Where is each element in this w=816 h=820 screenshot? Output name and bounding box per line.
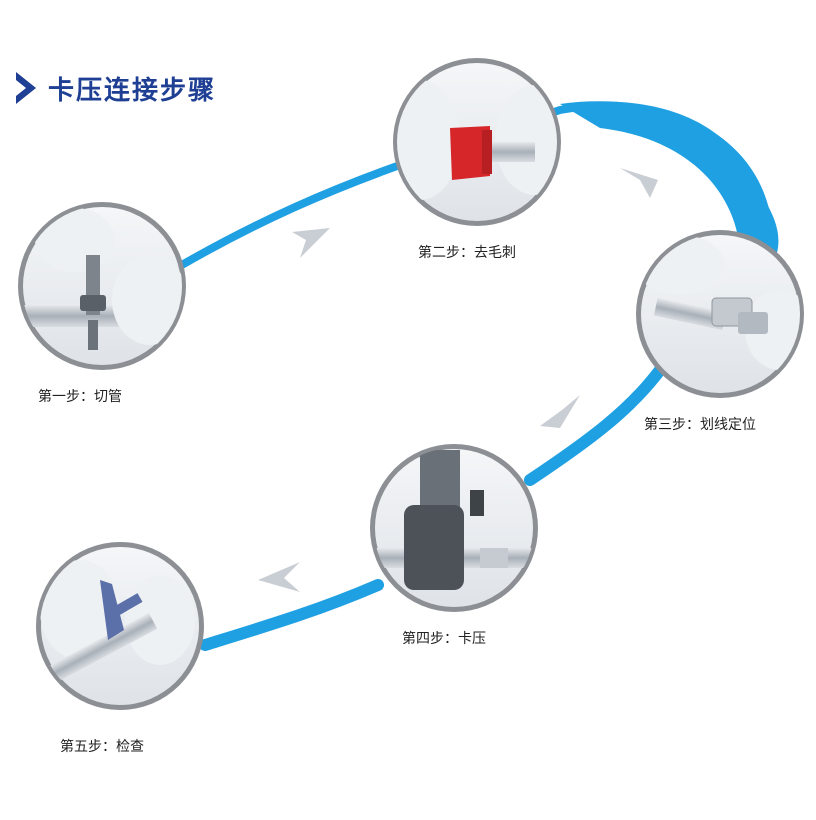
diagram-title: 卡压连接步骤 [14, 68, 216, 108]
arrow-icon [292, 228, 330, 258]
chevron-right-icon [14, 70, 42, 106]
step-1-photo [18, 202, 190, 370]
step-2-label: 第二步：去毛刺 [418, 242, 516, 262]
step-1-label: 第一步：切管 [38, 386, 122, 406]
flow-band [205, 585, 378, 645]
step-3-photo [635, 230, 815, 398]
step-5-label: 第五步：检查 [60, 736, 144, 756]
arrow-icon [540, 395, 580, 428]
step-5-photo [36, 542, 204, 710]
page-title: 卡压连接步骤 [48, 70, 216, 107]
step-3-label: 第三步：划线定位 [644, 414, 756, 434]
arrow-icon [258, 562, 300, 592]
step-4-photo [370, 444, 540, 612]
step-2-photo [380, 58, 575, 226]
step-4-label: 第四步：卡压 [402, 628, 486, 648]
arrow-icon [620, 168, 658, 198]
